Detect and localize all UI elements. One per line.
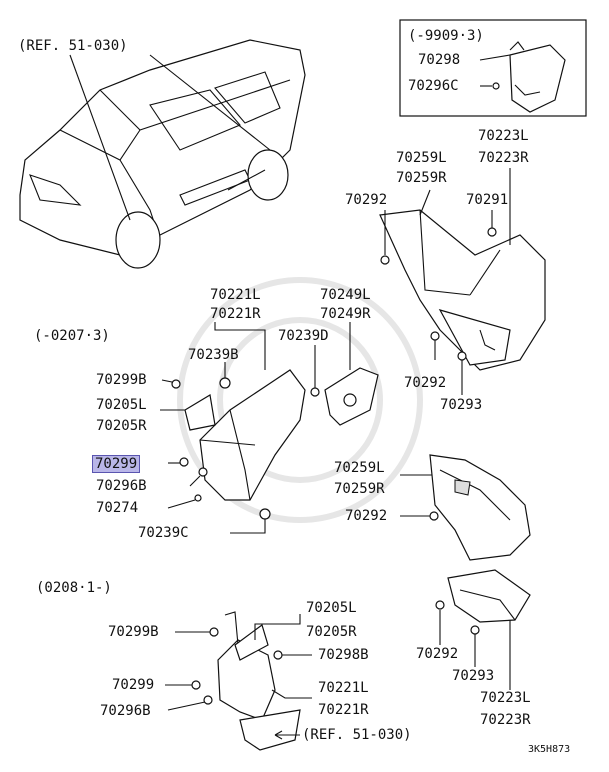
leader-70239C <box>230 518 266 534</box>
watermark <box>177 277 423 523</box>
label-70293-b: 70293 <box>452 668 495 684</box>
leader-70205-b <box>254 614 301 640</box>
label-70259L-a: 70259L <box>396 150 447 166</box>
inset-screw <box>492 82 500 90</box>
leader-70298 <box>479 54 511 61</box>
leader-70299B-a <box>161 379 173 383</box>
clip-70239D <box>310 387 320 397</box>
clip-70291 <box>487 227 497 237</box>
label-70299-b: 70299 <box>112 677 155 693</box>
label-70223L-b: 70223L <box>480 690 531 706</box>
label-70299B-b: 70299B <box>108 624 159 640</box>
label-70205L-b: 70205L <box>306 600 357 616</box>
label-70298B: 70298B <box>318 647 369 663</box>
diagram-code: 3K5H873 <box>528 744 571 755</box>
screw-70292-c <box>429 511 439 521</box>
screw-70296B-b <box>203 695 213 705</box>
label-70292-c: 70292 <box>345 508 388 524</box>
mudguard-middle-left <box>184 369 306 501</box>
mudguard-upper-right <box>379 209 546 371</box>
leader-70221-a <box>214 322 266 370</box>
screw-70292-a <box>380 255 390 265</box>
bracket-70249 <box>324 367 379 426</box>
label-70259R-a: 70259R <box>396 170 447 186</box>
screw-70299B-b <box>209 627 219 637</box>
ref-label-top: (REF. 51-030) <box>18 38 128 54</box>
clip-70298B <box>273 650 283 660</box>
inset-bracket-part <box>509 41 566 113</box>
leader-70221-b <box>271 689 312 699</box>
label-70291: 70291 <box>466 192 509 208</box>
label-70221R-b: 70221R <box>318 702 369 718</box>
leader-70259-a <box>419 189 431 216</box>
label-70221L-a: 70221L <box>210 287 261 303</box>
screw-70292-d <box>435 600 445 610</box>
inset-range-label: (-9909·3) <box>408 28 484 44</box>
label-70299B-a: 70299B <box>96 372 147 388</box>
label-70223R-b: 70223R <box>480 712 531 728</box>
label-70205R-b: 70205R <box>306 624 357 640</box>
label-70239C: 70239C <box>138 525 189 541</box>
clip-70239C <box>259 508 271 520</box>
label-70292-d: 70292 <box>416 646 459 662</box>
label-70293-a: 70293 <box>440 397 483 413</box>
label-70298: 70298 <box>418 52 461 68</box>
label-70292-a: 70292 <box>345 192 388 208</box>
screw-70299-a <box>179 457 189 467</box>
label-70239B: 70239B <box>188 347 239 363</box>
label-70259L-b: 70259L <box>334 460 385 476</box>
label-70205L-a: 70205L <box>96 397 147 413</box>
label-70249R: 70249R <box>320 306 371 322</box>
label-70249L: 70249L <box>320 287 371 303</box>
mudguard-lower-left <box>217 611 301 751</box>
leader-ref-top-1 <box>69 54 131 221</box>
leader-70296B-a <box>189 475 201 487</box>
screw-70299-b <box>191 680 201 690</box>
label-70223L-a: 70223L <box>478 128 529 144</box>
label-70274: 70274 <box>96 500 139 516</box>
group-label-late: (0208·1-) <box>36 580 112 596</box>
label-70296C: 70296C <box>408 78 459 94</box>
label-70223R-a: 70223R <box>478 150 529 166</box>
label-70299-a-highlighted[interactable]: 70299 <box>92 455 141 473</box>
label-70296B-b: 70296B <box>100 703 151 719</box>
clip-70239B <box>219 377 231 389</box>
label-70292-b: 70292 <box>404 375 447 391</box>
vehicle-outline <box>19 39 306 269</box>
screw-70293-b <box>470 625 480 635</box>
label-70259R-b: 70259R <box>334 481 385 497</box>
screw-70299B-a <box>171 379 181 389</box>
leader-70274 <box>167 499 196 509</box>
leader-ref-top-2 <box>149 54 271 151</box>
group-label-early: (-0207·3) <box>34 328 110 344</box>
label-70296B-a: 70296B <box>96 478 147 494</box>
label-70221L-b: 70221L <box>318 680 369 696</box>
screw-70296B-a <box>198 467 208 477</box>
screw-70292-b <box>430 331 440 341</box>
leader-70296B-b <box>167 701 206 711</box>
ref-label-bottom: (REF. 51-030) <box>302 727 412 743</box>
screw-70293-a <box>457 351 467 361</box>
arrow-ref-bottom <box>274 730 283 740</box>
label-70221R-a: 70221R <box>210 306 261 322</box>
mudguard-lower-right <box>447 569 531 623</box>
label-70239D: 70239D <box>278 328 329 344</box>
liner-middle-right <box>429 454 531 561</box>
label-70205R-a: 70205R <box>96 418 147 434</box>
screw-70274 <box>194 494 202 502</box>
